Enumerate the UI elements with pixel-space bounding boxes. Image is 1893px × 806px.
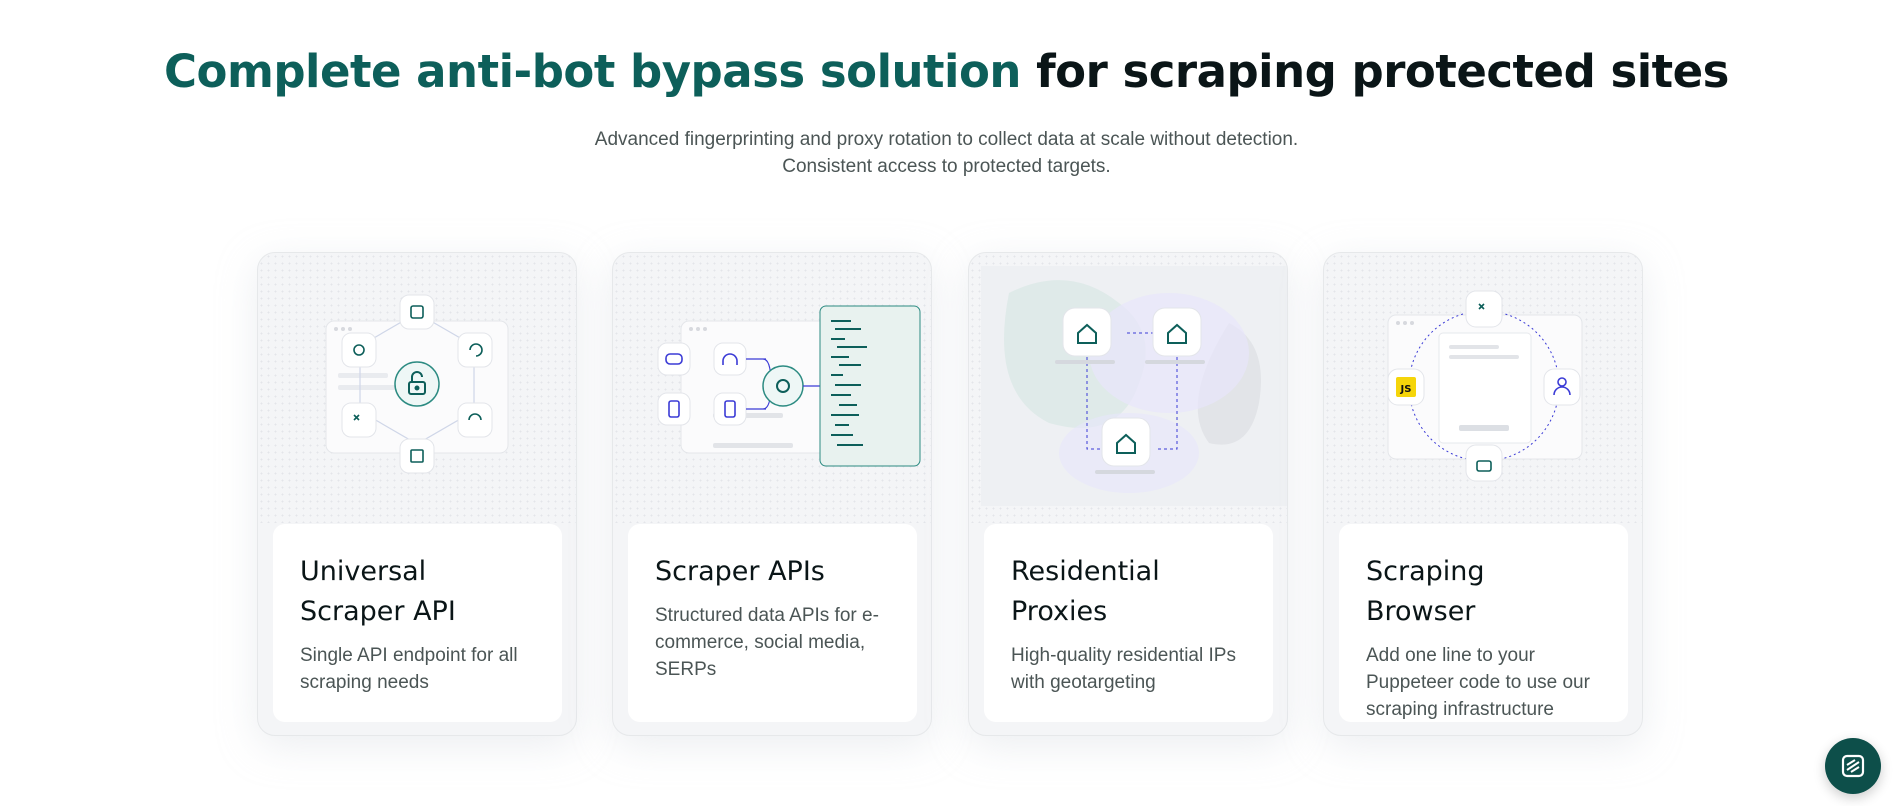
universal-scraper-illustration [258,253,576,523]
chat-logo-icon [1841,754,1865,778]
gamepad-icon [665,353,683,365]
card-description: High-quality residential IPs with geotar… [1011,645,1236,693]
subtitle-line-2: Consistent access to protected targets. [782,156,1111,177]
card-info: Residential Proxies High-quality residen… [984,524,1273,722]
page-title: Complete anti-bot bypass solution for sc… [0,42,1893,102]
watch-icon [668,400,680,418]
card-description: Structured data APIs for e-commerce, soc… [655,605,879,680]
title-rest: for scraping protected sites [1020,45,1729,98]
home-icon [1116,433,1136,454]
scan-icon [776,379,790,393]
card-description: Single API endpoint for all scraping nee… [300,645,518,693]
home-icon [1077,323,1097,344]
scraping-browser-illustration: JS [1324,253,1642,523]
table-icon [410,449,424,463]
card-universal-scraper-api[interactable]: Universal Scraper API Single API endpoin… [257,252,577,736]
phone-icon [724,400,736,418]
home-icon [1167,323,1187,344]
residential-proxies-illustration [969,253,1287,523]
card-info: Scraper APIs Structured data APIs for e-… [628,524,917,722]
card-description: Add one line to your Puppeteer code to u… [1366,645,1590,720]
javascript-icon: JS [1396,377,1416,397]
card-info: Scraping Browser Add one line to your Pu… [1339,524,1628,722]
cursor-click-icon [1478,303,1485,310]
svg-text:JS: JS [1400,384,1412,395]
card-title: Universal Scraper API [300,556,456,627]
card-info: Universal Scraper API Single API endpoin… [273,524,562,722]
headphones-icon [722,353,738,365]
card-title: Scraper APIs [655,556,825,587]
cursor-click-icon [353,414,360,421]
sync-icon [468,413,482,421]
card-scraper-apis[interactable]: Scraper APIs Structured data APIs for e-… [612,252,932,736]
card-title: Residential Proxies [1011,556,1160,627]
subtitle-line-1: Advanced fingerprinting and proxy rotati… [594,129,1299,150]
refresh-shield-icon [469,343,483,357]
chip-icon [410,305,424,319]
user-refresh-icon [353,344,365,356]
scraper-apis-illustration [613,253,931,523]
chat-widget-button[interactable] [1825,738,1881,794]
unlock-icon [1476,460,1492,472]
title-accent: Complete anti-bot bypass solution [164,45,1021,98]
card-residential-proxies[interactable]: Residential Proxies High-quality residen… [968,252,1288,736]
unlock-icon [408,371,426,395]
user-icon [1553,377,1571,396]
card-scraping-browser[interactable]: JS Scraping Browser Add one line to your… [1323,252,1643,736]
card-title: Scraping Browser [1366,556,1485,627]
